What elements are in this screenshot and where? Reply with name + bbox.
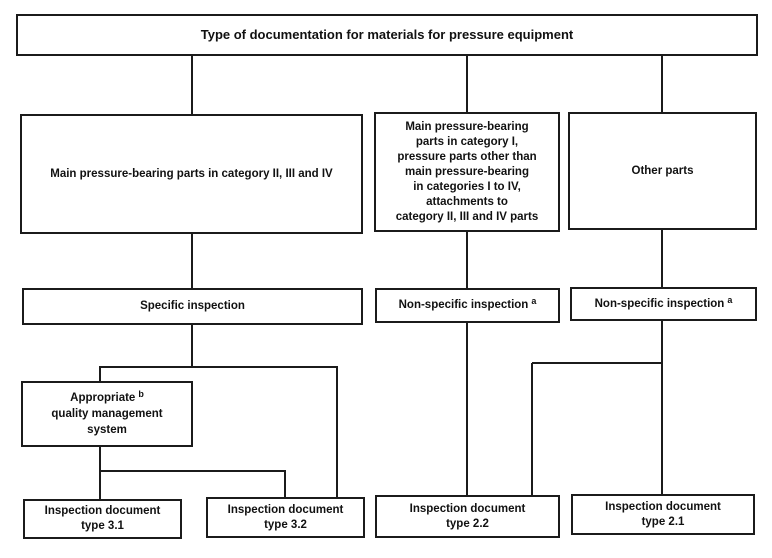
nonspecific-right-text: Non-specific inspection — [594, 297, 725, 310]
doc-3-1-line-2: type 3.1 — [81, 520, 124, 532]
node-specific-inspection-label: Specific inspection — [140, 300, 245, 312]
doc-3-2-line-2: type 3.2 — [264, 518, 307, 531]
qms-line-2: quality management — [51, 408, 163, 420]
node-other-parts: Other parts — [568, 112, 757, 230]
doc-2-2-line-2: type 2.2 — [446, 517, 489, 530]
node-main-parts-cat-2-3-4-label: Main pressure-bearing parts in category … — [50, 167, 333, 180]
doc-3-1-line-1: Inspection document — [44, 505, 161, 517]
node-title: Type of documentation for materials for … — [16, 14, 758, 56]
node-main-parts-cat-1-line: attachments to — [426, 195, 508, 208]
node-other-parts-label: Other parts — [631, 164, 694, 177]
doc-2-1-line-2: type 2.1 — [641, 515, 685, 528]
node-title-label: Type of documentation for materials for … — [200, 27, 574, 42]
qms-text-1: Appropriate — [70, 392, 136, 404]
qms-line-3: system — [87, 424, 127, 436]
node-inspection-document-3-2: Inspection document type 3.2 — [206, 497, 365, 538]
node-main-parts-cat-2-3-4: Main pressure-bearing parts in category … — [20, 114, 363, 234]
node-specific-inspection: Specific inspection — [22, 288, 363, 325]
node-main-parts-cat-1-line: Main pressure-bearing — [405, 120, 529, 133]
node-main-parts-cat-1-line: in categories I to IV, — [413, 180, 521, 193]
footnote-b-marker: b — [138, 389, 144, 399]
node-main-parts-cat-1-line: parts in category I, — [415, 135, 519, 148]
node-main-parts-cat-1: Main pressure-bearing parts in category … — [374, 112, 560, 232]
node-main-parts-cat-1-line: pressure parts other than — [397, 150, 537, 163]
nonspecific-mid-text: Non-specific inspection — [398, 299, 529, 311]
node-inspection-document-2-2: Inspection document type 2.2 — [375, 495, 560, 538]
node-main-parts-cat-1-line: category II, III and IV parts — [395, 210, 539, 223]
footnote-a-marker: a — [727, 294, 733, 305]
node-inspection-document-2-1: Inspection document type 2.1 — [571, 494, 755, 535]
doc-2-1-line-1: Inspection document — [605, 500, 721, 513]
doc-3-2-line-1: Inspection document — [227, 503, 344, 516]
doc-2-2-line-1: Inspection document — [409, 502, 526, 515]
node-inspection-document-3-1: Inspection document type 3.1 — [23, 499, 182, 539]
footnote-a-marker: a — [531, 296, 537, 306]
node-main-parts-cat-1-line: main pressure-bearing — [405, 165, 529, 178]
